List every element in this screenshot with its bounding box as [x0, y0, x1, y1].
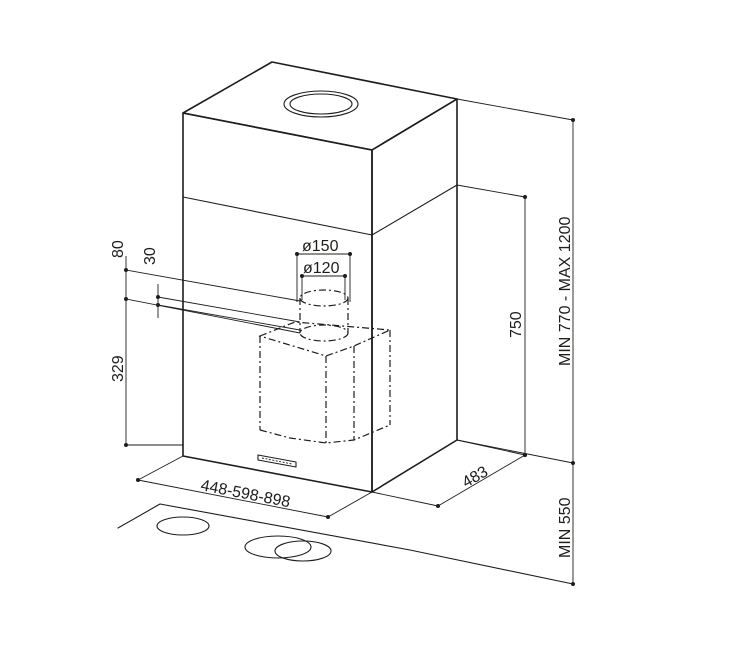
depth-dimension [371, 439, 527, 508]
width-dimension [136, 455, 373, 519]
left-dimensions [124, 256, 301, 447]
label-overall-height: MIN 770 - MAX 1200 [557, 217, 574, 367]
label-depth-483: 483 [460, 463, 492, 491]
diameter-dimensions [295, 252, 352, 302]
label-width-options: 448-598-898 [199, 477, 291, 511]
label-min-550: MIN 550 [557, 497, 574, 558]
hood-body [182, 61, 458, 493]
control-panel-icon [257, 454, 297, 468]
label-diameter-150: ø150 [302, 238, 339, 255]
label-motor-329: 329 [110, 355, 127, 382]
label-offset-30: 30 [142, 247, 159, 265]
hidden-motor-unit [258, 289, 391, 444]
label-offset-80: 80 [110, 240, 127, 258]
labels: ø150 ø120 80 30 329 750 MIN 770 - MAX 12… [110, 217, 574, 559]
label-diameter-120: ø120 [303, 260, 340, 277]
hob-burner-icon [117, 503, 574, 585]
label-chimney-750: 750 [508, 311, 525, 338]
